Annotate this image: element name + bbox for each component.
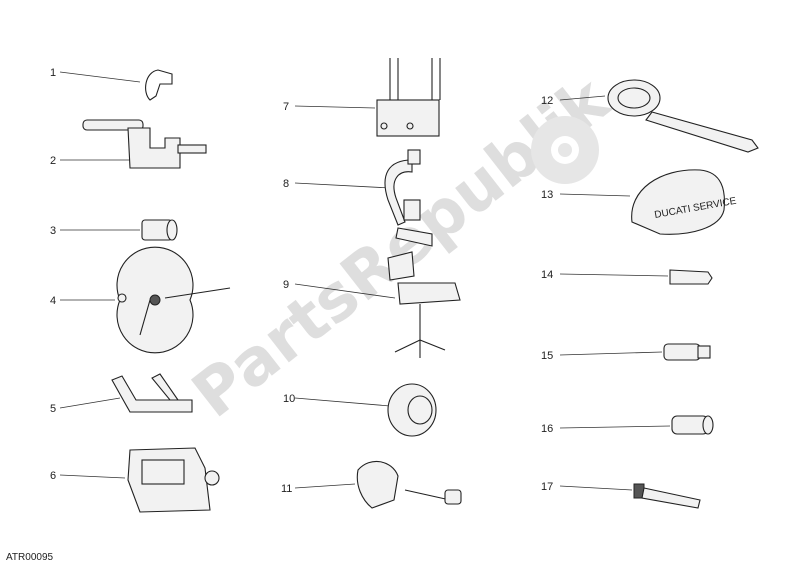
callout-14: 14 (541, 269, 553, 281)
callout-10: 10 (283, 393, 295, 405)
callout-15: 15 (541, 350, 553, 362)
part-13-service-cover: DUCATI SERVICE 13 (541, 169, 738, 235)
part-15-threaded-adapter: 15 (541, 343, 711, 362)
callout-11: 11 (281, 483, 292, 495)
callout-8: 8 (283, 178, 289, 190)
callout-6: 6 (50, 470, 56, 482)
callout-17: 17 (541, 481, 553, 493)
part-10-ring: 10 (283, 383, 437, 437)
callout-3: 3 (50, 225, 56, 237)
diagram-code: ATR00095 (6, 552, 54, 563)
part-2-bracket-tool: 2 (50, 119, 207, 169)
part-12-ring-wrench: 12 (541, 79, 759, 153)
part-3-bushing: 3 (50, 219, 178, 241)
part-4-degree-wheel: 4 (50, 246, 231, 354)
part-16-threaded-adapter: 16 (541, 415, 714, 435)
callout-7: 7 (283, 101, 289, 113)
part-14-drift: 14 (541, 269, 713, 285)
part-7-stud-plate: 7 (283, 58, 441, 137)
callout-4: 4 (50, 295, 56, 307)
callout-1: 1 (50, 67, 56, 79)
gear-icon (531, 116, 599, 184)
callout-12: 12 (541, 95, 553, 107)
part-6-instrument-housing: 6 (50, 447, 220, 513)
callout-2: 2 (50, 155, 56, 167)
part-1-hook-tool: 1 (50, 67, 173, 101)
part-9-service-stand: 9 (283, 251, 461, 358)
callout-5: 5 (50, 403, 56, 415)
part-17-pin-tool: 17 (541, 481, 701, 509)
part-5-sheet-bracket: 5 (50, 373, 193, 415)
callout-16: 16 (541, 423, 553, 435)
part-11-puller: 11 (281, 460, 462, 509)
callout-9: 9 (283, 279, 289, 291)
callout-13: 13 (541, 189, 553, 201)
part-8-c-clamp: 8 (283, 149, 433, 247)
